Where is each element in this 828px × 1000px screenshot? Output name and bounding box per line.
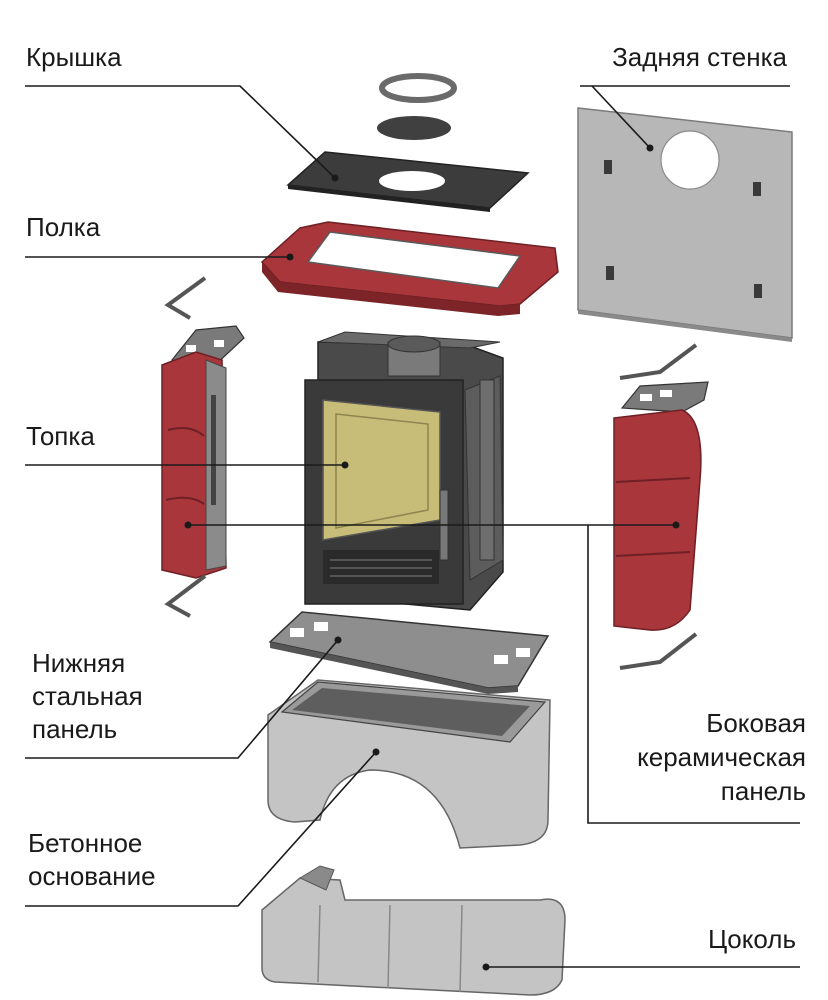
lid-hole — [379, 171, 445, 191]
label-firebox: Топка — [26, 421, 95, 451]
label-bottom-panel-line-2: стальная — [32, 681, 143, 711]
shelf — [260, 221, 559, 316]
back-wall — [577, 107, 793, 342]
right-side-panel — [613, 343, 709, 670]
label-plinth: Цоколь — [708, 924, 796, 954]
bottom-steel-panel — [268, 611, 550, 694]
label-concrete-base-line-2: основание — [28, 861, 156, 891]
concrete-base — [267, 679, 551, 849]
lid-assembly — [286, 73, 530, 212]
firebox — [304, 331, 504, 611]
label-side-panel-line-2: керамическая — [637, 742, 806, 772]
label-bottom-panel-line-3: панель — [32, 714, 117, 744]
label-side-panel-line-1: Боковая — [706, 708, 806, 738]
chimney-ring — [379, 73, 457, 103]
label-lid: Крышка — [26, 42, 122, 72]
plinth — [261, 865, 566, 996]
label-side-panel-line-3: панель — [721, 776, 806, 806]
label-shelf: Полка — [26, 212, 101, 242]
leader-lines — [25, 85, 800, 971]
label-back-wall: Задняя стенка — [612, 42, 787, 72]
label-concrete-base-line-1: Бетонное — [28, 828, 142, 858]
labels: Крышка Задняя стенка Полка Топка Нижняя … — [26, 42, 806, 954]
lid-plate-edge — [288, 185, 490, 212]
chimney-cover-disc — [377, 116, 451, 140]
back-wall-flue-hole — [660, 130, 720, 190]
left-side-panel — [161, 276, 245, 618]
label-bottom-panel-line-1: Нижняя — [32, 648, 125, 678]
